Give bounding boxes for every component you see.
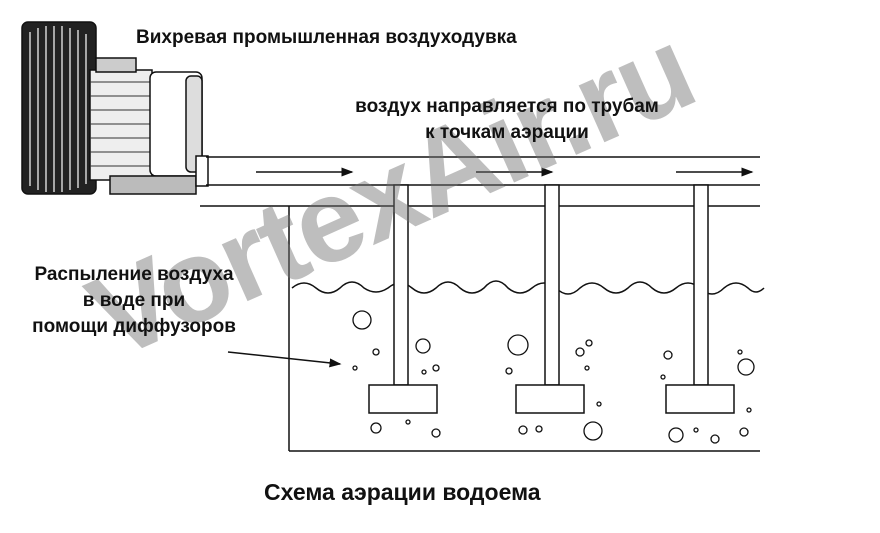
spray-line-3: помощи диффузоров (32, 316, 236, 337)
spray-line-2: в воде при (82, 290, 186, 311)
air-flow-line-2: к точкам аэрации (425, 122, 589, 143)
spray-line-1: Распыление воздуха (34, 264, 234, 285)
blower-label: Вихревая промышленная воздуходувка (136, 27, 517, 48)
diffuser-icons (368, 384, 735, 414)
spray-label: Распыление воздуха в воде при помощи диф… (0, 262, 268, 340)
air-flow-label: воздух направляется по трубам к точкам а… (322, 94, 692, 146)
main-pipe (206, 156, 760, 186)
bubble-icons (352, 310, 755, 444)
drop-pipes (393, 184, 709, 386)
water-surface (291, 280, 765, 295)
blower-icon (21, 21, 209, 195)
air-flow-line-1: воздух направляется по трубам (355, 96, 659, 117)
spray-pointer-arrow (227, 351, 342, 368)
diagram-title: Схема аэрации водоема (264, 479, 541, 505)
pond-outline (200, 205, 765, 452)
